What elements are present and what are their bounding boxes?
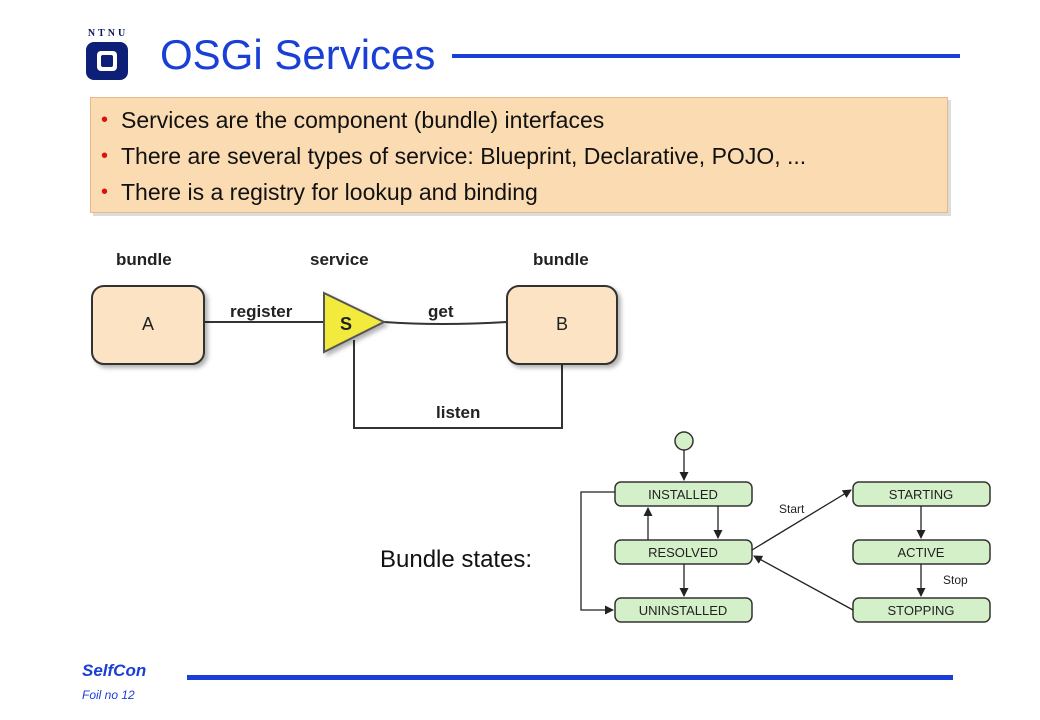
footer-course-name: SelfCon — [82, 661, 147, 680]
get-label: get — [428, 302, 454, 321]
bullet-text: There are several types of service: Blue… — [121, 143, 807, 169]
state-resolved-label: RESOLVED — [648, 545, 718, 560]
bundle-states-label: Bundle states: — [380, 546, 533, 573]
bullet-item: • There is a registry for lookup and bind… — [101, 174, 947, 210]
get-edge — [383, 321, 508, 325]
state-installed — [614, 481, 753, 507]
title-rule — [452, 54, 960, 58]
state-uninstalled-label: UNINSTALLED — [639, 603, 728, 618]
installed-to-uninstalled-edge — [580, 491, 615, 615]
footer-rule — [187, 675, 953, 680]
bullet-item: • There are several types of service: Blu… — [101, 138, 947, 174]
listen-edge — [353, 340, 563, 429]
state-uninstalled — [614, 597, 753, 623]
service-caption: service — [310, 250, 369, 269]
state-starting-label: STARTING — [889, 487, 954, 502]
ntnu-logo: NTNU — [82, 28, 134, 80]
bundle-b-node — [506, 285, 618, 365]
bundle-a-node — [91, 285, 205, 365]
state-installed-label: INSTALLED — [648, 487, 718, 502]
start-edge — [751, 489, 852, 551]
service-triangle — [323, 291, 387, 354]
bullet-dot-icon: • — [101, 109, 109, 131]
stopping-to-resolved-edge — [753, 555, 854, 611]
state-active-label: ACTIVE — [898, 545, 945, 560]
bullet-dot-icon: • — [101, 181, 109, 203]
page-title: OSGi Services — [160, 31, 436, 78]
initial-state-icon — [674, 431, 694, 451]
state-stopping-label: STOPPING — [888, 603, 955, 618]
listen-label: listen — [436, 403, 480, 422]
logo-badge — [86, 42, 128, 80]
node-s-label: S — [340, 314, 352, 334]
bullet-dot-icon: • — [101, 145, 109, 167]
footer-foil-number: Foil no 12 — [82, 688, 135, 702]
bullet-text: There is a registry for lookup and bindi… — [121, 179, 538, 205]
bullet-item: • Services are the component (bundle) int… — [101, 102, 947, 138]
start-label: Start — [779, 502, 805, 516]
bundle-a-caption: bundle — [116, 250, 172, 269]
logo-text: NTNU — [87, 28, 129, 39]
bundle-b-caption: bundle — [533, 250, 589, 269]
stop-label: Stop — [943, 573, 968, 587]
bullet-text: Services are the component (bundle) inte… — [121, 107, 605, 133]
register-label: register — [230, 302, 293, 321]
node-a-label: A — [142, 314, 154, 334]
bullet-box: • Services are the component (bundle) int… — [90, 97, 948, 213]
node-b-label: B — [556, 314, 568, 334]
